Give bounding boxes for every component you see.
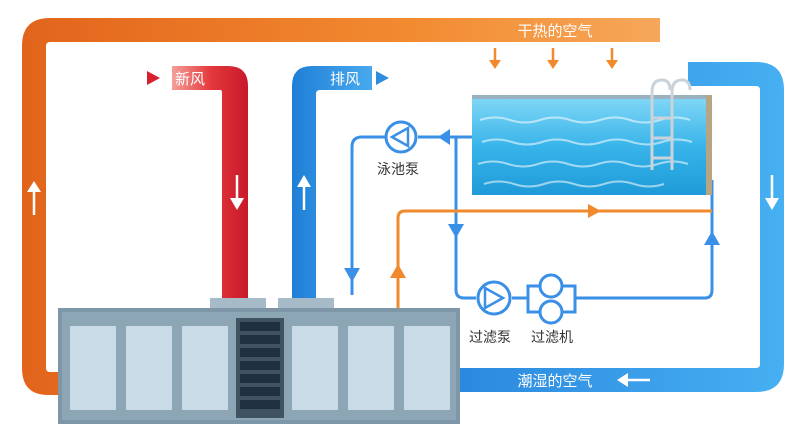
down-arrow-icon xyxy=(765,175,779,210)
dehumidifier-unit xyxy=(58,298,460,424)
down-arrow-icon xyxy=(230,175,244,210)
pool-return-pipe xyxy=(350,135,714,300)
fresh-air-label: 新风 xyxy=(175,70,205,88)
filter-pump-label: 过滤泵 xyxy=(469,330,511,346)
right-arrow-icon xyxy=(588,204,601,218)
fresh-air-arrow-icon xyxy=(147,71,160,85)
exhaust-air-duct xyxy=(292,66,389,300)
dry-hot-air-label: 干热的空气 xyxy=(517,22,592,40)
filter-icon xyxy=(526,273,577,325)
humid-air-duct xyxy=(440,62,784,392)
left-arrow-icon xyxy=(617,373,650,387)
up-arrow-icon xyxy=(297,175,311,210)
filter-label: 过滤机 xyxy=(531,330,573,346)
fresh-air-duct xyxy=(147,66,248,300)
up-arrow-icon xyxy=(704,231,720,245)
heated-water-pipe xyxy=(396,209,712,318)
exhaust-air-label: 排风 xyxy=(330,70,360,88)
filter-pump-icon xyxy=(476,280,512,316)
down-arrow-icon xyxy=(448,224,464,238)
pool-pump-icon xyxy=(384,120,418,154)
pool-ladder-icon xyxy=(650,78,692,170)
dry-hot-air-duct xyxy=(22,18,660,395)
down-arrow-icon xyxy=(344,268,360,282)
up-arrow-icon xyxy=(27,181,41,215)
left-arrow-icon xyxy=(438,129,450,145)
humid-air-label: 潮湿的空气 xyxy=(517,372,592,390)
pool-pump-label: 泳池泵 xyxy=(377,162,419,178)
exhaust-air-arrow-icon xyxy=(376,71,389,85)
down-arrow-icon xyxy=(489,48,618,69)
vent-grille xyxy=(236,318,284,418)
swimming-pool xyxy=(472,78,712,195)
up-arrow-icon xyxy=(390,264,406,278)
